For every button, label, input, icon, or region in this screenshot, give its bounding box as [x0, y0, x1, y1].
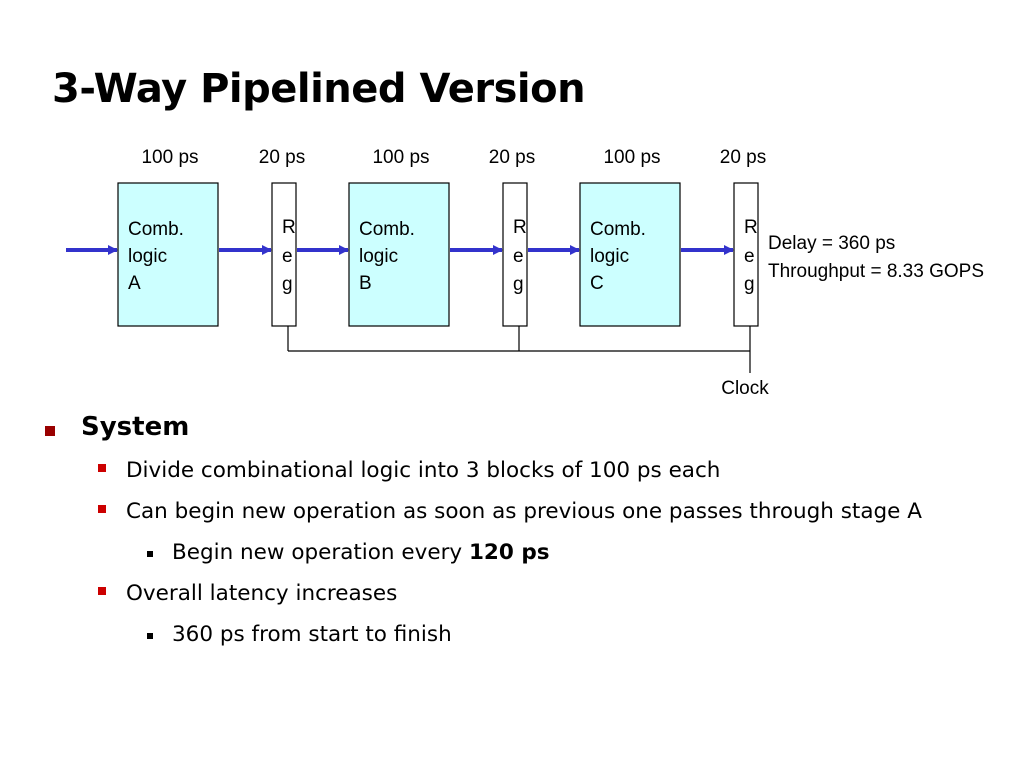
register-2: R e g	[502, 182, 528, 327]
comb-logic-c-block: Comb. logic C	[579, 182, 681, 327]
timing-label-comb-a: 100 ps	[141, 147, 198, 168]
bullet-square-icon	[147, 551, 153, 557]
bullet-begin-every-text: Begin new operation every	[172, 540, 469, 565]
comb-b-line2: logic	[359, 246, 398, 267]
bullet-square-icon	[147, 633, 153, 639]
comb-b-line1: Comb.	[359, 219, 415, 240]
register-2-letter-e: e	[513, 246, 524, 267]
timing-label-comb-c: 100 ps	[603, 147, 660, 168]
register-2-letter-r: R	[513, 217, 527, 238]
timing-label-reg-1: 20 ps	[259, 147, 305, 168]
register-1-letter-g: g	[282, 274, 293, 295]
bullet-square-icon	[98, 505, 106, 513]
bullet-start-finish: 360 ps from start to finish	[172, 622, 452, 647]
timing-label-comb-b: 100 ps	[372, 147, 429, 168]
bullet-can-begin: Can begin new operation as soon as previ…	[126, 499, 922, 524]
timing-label-reg-2: 20 ps	[489, 147, 535, 168]
register-1: R e g	[271, 182, 297, 327]
comb-c-line1: Comb.	[590, 219, 646, 240]
bullet-begin-every: Begin new operation every 120 ps	[172, 540, 550, 565]
comb-logic-b-block: Comb. logic B	[348, 182, 450, 327]
comb-logic-a-block: Comb. logic A	[117, 182, 219, 327]
clock-wiring	[287, 326, 751, 373]
bullet-square-icon	[98, 464, 106, 472]
register-3: R e g	[733, 182, 759, 327]
timing-label-reg-3: 20 ps	[720, 147, 766, 168]
comb-b-line3: B	[359, 273, 372, 294]
slide-title: 3-Way Pipelined Version	[52, 66, 586, 112]
bullet-square-icon	[98, 587, 106, 595]
bullet-divide: Divide combinational logic into 3 blocks…	[126, 458, 721, 483]
register-3-letter-e: e	[744, 246, 755, 267]
bullet-begin-every-bold: 120 ps	[468, 540, 550, 565]
clock-label: Clock	[721, 378, 769, 399]
throughput-label: Throughput = 8.33 GOPS	[768, 261, 984, 282]
register-1-letter-e: e	[282, 246, 293, 267]
comb-a-line3: A	[128, 273, 141, 294]
bullet-latency: Overall latency increases	[126, 581, 398, 606]
comb-a-line2: logic	[128, 246, 167, 267]
pipeline-diagram: 100 ps 20 ps 100 ps 20 ps 100 ps 20 ps C…	[66, 147, 984, 399]
register-3-letter-g: g	[744, 274, 755, 295]
comb-c-line2: logic	[590, 246, 629, 267]
comb-a-line1: Comb.	[128, 219, 184, 240]
bullet-square-icon	[45, 426, 55, 436]
register-1-letter-r: R	[282, 217, 296, 238]
delay-label: Delay = 360 ps	[768, 233, 895, 254]
register-3-letter-r: R	[744, 217, 758, 238]
register-2-letter-g: g	[513, 274, 524, 295]
comb-c-line3: C	[590, 273, 604, 294]
